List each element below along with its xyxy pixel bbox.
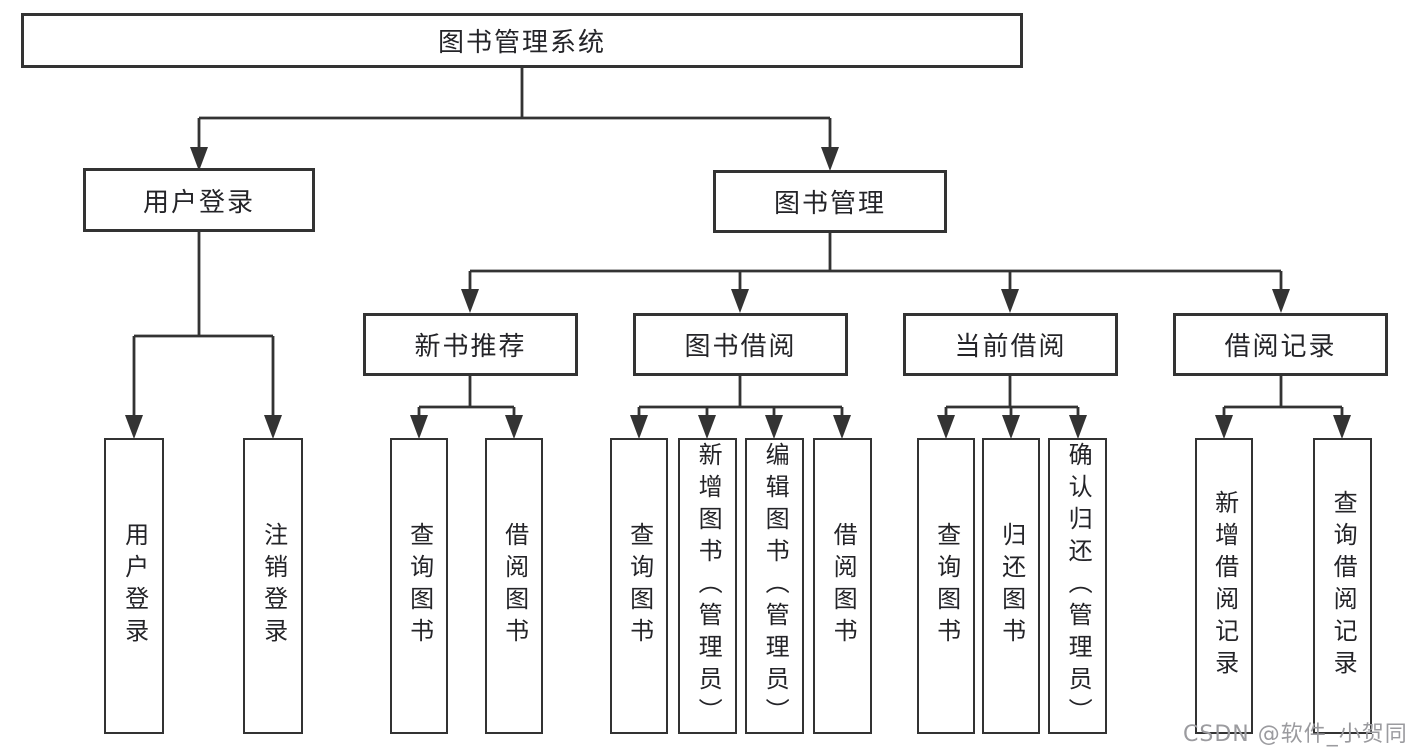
leaf-label: 查询图书 [932, 522, 961, 650]
node-label: 图书管理 [773, 189, 886, 219]
leaf-label: 确认归还（管理员） [1064, 442, 1093, 730]
leaf-user-login: 用户登录 [104, 438, 164, 734]
leaf-label: 编辑图书（管理员） [761, 442, 790, 730]
leaf-label: 查询图书 [405, 522, 434, 650]
leaf-edit-book-admin: 编辑图书（管理员） [745, 438, 804, 734]
leaf-add-borrow-record: 新增借阅记录 [1195, 438, 1253, 734]
leaf-query-books-borrow: 查询图书 [610, 438, 668, 734]
node-user-login: 用户登录 [83, 168, 315, 232]
leaf-label: 归还图书 [997, 522, 1026, 650]
node-library-management-system: 图书管理系统 [21, 13, 1023, 68]
leaf-label: 查询借阅记录 [1329, 490, 1358, 682]
node-label: 新书推荐 [414, 332, 527, 362]
leaf-label: 注销登录 [259, 522, 288, 650]
node-label: 当前借阅 [954, 332, 1067, 362]
node-book-borrow: 图书借阅 [633, 313, 848, 376]
node-label: 用户登录 [142, 187, 255, 218]
node-new-book-recommend: 新书推荐 [363, 313, 578, 376]
leaf-borrow-book-recommend: 借阅图书 [485, 438, 543, 734]
leaf-label: 查询图书 [625, 522, 654, 650]
leaf-query-borrow-record: 查询借阅记录 [1313, 438, 1372, 734]
leaf-return-book: 归还图书 [982, 438, 1040, 734]
csdn-watermark: CSDN @软件_小贺同学 [1183, 722, 1405, 747]
node-current-borrow: 当前借阅 [903, 313, 1118, 376]
leaf-label: 用户登录 [120, 522, 149, 650]
leaf-label: 新增图书（管理员） [694, 442, 723, 730]
leaf-add-book-admin: 新增图书（管理员） [678, 438, 737, 734]
node-label: 图书借阅 [684, 332, 797, 362]
node-borrow-records: 借阅记录 [1173, 313, 1388, 376]
node-label: 图书管理系统 [437, 28, 606, 58]
leaf-query-books-current: 查询图书 [917, 438, 975, 734]
leaf-label: 借阅图书 [500, 522, 529, 650]
leaf-borrow-book: 借阅图书 [813, 438, 872, 734]
leaf-logout: 注销登录 [243, 438, 303, 734]
leaf-confirm-return-admin: 确认归还（管理员） [1048, 438, 1107, 734]
leaf-query-books-recommend: 查询图书 [390, 438, 448, 734]
leaf-label: 借阅图书 [829, 522, 858, 650]
node-book-management: 图书管理 [713, 170, 947, 233]
leaf-label: 新增借阅记录 [1210, 490, 1239, 682]
node-label: 借阅记录 [1224, 332, 1337, 362]
